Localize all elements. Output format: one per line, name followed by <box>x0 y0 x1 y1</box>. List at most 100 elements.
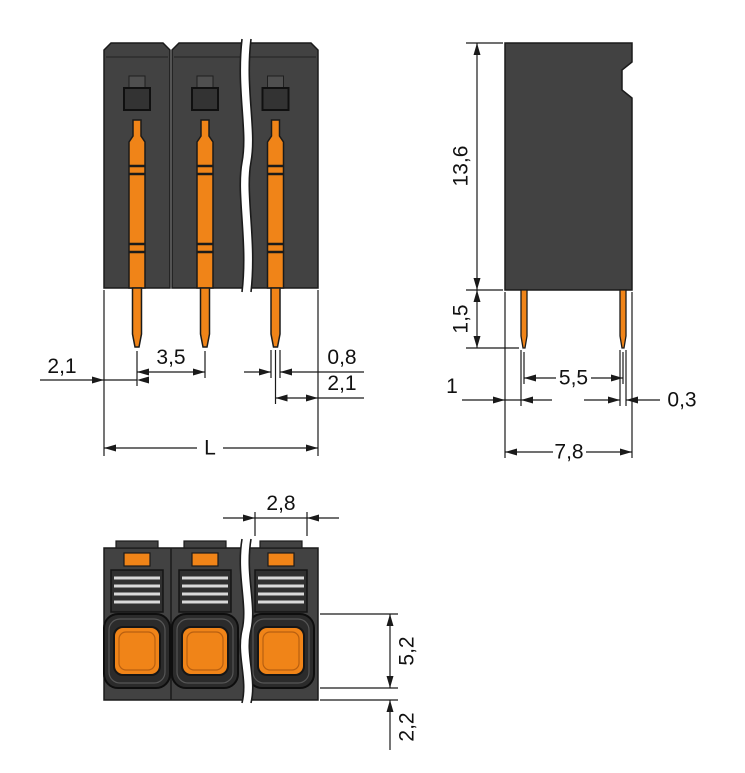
arrowhead <box>307 514 319 522</box>
dim-label-top-pusher-width: 2,8 <box>266 492 295 515</box>
push-button-pole1 <box>103 613 171 689</box>
dim-side-pin-length: 1,5 <box>450 290 481 348</box>
arrowhead <box>611 374 623 382</box>
spring-body <box>266 119 285 289</box>
spring-body <box>196 119 214 289</box>
arrowhead <box>608 396 620 404</box>
dim-label-side-height: 13,6 <box>450 146 473 187</box>
arrowhead <box>620 448 632 456</box>
solder-pin <box>619 289 627 349</box>
dim-label-front-right-offset: 2,1 <box>327 372 356 395</box>
arrowhead <box>306 444 318 452</box>
spring-top-tab <box>123 552 151 567</box>
arrowhead <box>275 394 288 402</box>
arrowhead <box>280 368 292 376</box>
dim-label-front-left-offset: 2,1 <box>47 355 76 378</box>
break-line <box>248 538 254 704</box>
arrowhead <box>473 43 481 55</box>
dim-side-depth: 7,8 <box>505 441 632 464</box>
arrowhead <box>386 676 394 688</box>
wire-entry-block <box>178 569 232 613</box>
dim-front-pitch: 3,5 <box>137 346 205 376</box>
latch-tab <box>128 75 146 89</box>
latch-tab <box>196 75 214 89</box>
latch-window-pole3 <box>261 75 290 111</box>
push-button <box>113 626 161 676</box>
latch-window <box>191 87 219 111</box>
housing-bump <box>183 540 227 549</box>
dim-side-pin-thickness: 0,3 <box>584 389 697 412</box>
clamp-spring-pole3 <box>266 119 285 289</box>
dim-label-top-bottom-offset: 2,2 <box>396 712 419 741</box>
front-view: 2,1 3,5 0,8 2,1 L <box>40 38 364 460</box>
arrowhead <box>137 376 149 384</box>
push-button <box>181 626 229 676</box>
dim-top-pusher-width: 2,8 <box>223 492 339 522</box>
break-line <box>248 38 254 293</box>
dim-front-left-offset: 2,1 <box>40 355 149 384</box>
arrowhead <box>386 700 394 712</box>
dim-label-side-pin-thickness: 0,3 <box>667 389 696 412</box>
dim-side-pin-spacing: 5,5 <box>524 367 623 390</box>
arrowhead <box>521 396 533 404</box>
button-frame-inner <box>252 618 310 684</box>
dim-label-side-depth: 7,8 <box>554 441 583 464</box>
wire-entry-pole3 <box>254 569 308 613</box>
spring-top-tab <box>267 552 295 567</box>
arrowhead <box>259 368 271 376</box>
break-line <box>239 38 245 293</box>
dim-top-bottom-offset: 2,2 <box>386 700 419 750</box>
dim-label-front-pitch: 3,5 <box>156 346 185 369</box>
push-button-pole3 <box>247 613 315 689</box>
dim-side-height: 13,6 <box>450 43 481 290</box>
clamp-spring-pole2 <box>196 119 214 289</box>
wire-entry-block <box>110 569 164 613</box>
wire-entry-pole1 <box>110 569 164 613</box>
solder-pin <box>131 287 143 348</box>
dim-label-side-pin-length: 1,5 <box>450 304 473 333</box>
housing-bump <box>259 540 303 549</box>
dim-label-top-actuation-depth: 5,2 <box>396 636 419 665</box>
arrowhead <box>243 514 255 522</box>
housing-side <box>504 42 633 291</box>
button-frame-inner <box>176 618 234 684</box>
arrowhead <box>524 374 536 382</box>
arrowhead <box>386 614 394 626</box>
dim-top-actuation-depth: 5,2 <box>386 614 419 688</box>
dim-label-front-pin-width: 0,8 <box>327 346 356 369</box>
top-view: 2,8 5,2 2,2 <box>103 492 419 750</box>
dim-front-right-offset: 2,1 <box>275 372 364 402</box>
clamp-spring-pole1 <box>128 119 146 289</box>
solder-pin <box>520 289 528 349</box>
break-line <box>239 538 245 704</box>
dim-label-side-edge-to-pin: 1 <box>446 375 458 398</box>
side-view: 13,6 1,5 1 5,5 0,3 <box>446 42 697 464</box>
solder-pin <box>270 287 281 348</box>
dim-label-side-pin-spacing: 5,5 <box>559 367 588 390</box>
housing-bump <box>115 540 159 549</box>
arrowhead <box>306 394 318 402</box>
arrowhead <box>473 278 481 290</box>
solder-pin <box>199 287 211 348</box>
push-button <box>257 626 305 676</box>
latch-window-pole1 <box>123 75 151 111</box>
push-button-pole2 <box>171 613 239 689</box>
dim-label-front-length: L <box>204 437 216 460</box>
arrowhead <box>92 376 104 384</box>
latch-window <box>261 87 290 111</box>
arrowhead <box>473 290 481 302</box>
dim-front-pin-width: 0,8 <box>244 346 364 376</box>
push-button-inner <box>118 631 156 671</box>
arrowhead <box>193 368 205 376</box>
spring-body <box>128 119 146 289</box>
arrowhead <box>473 336 481 348</box>
arrowhead <box>104 444 116 452</box>
dim-side-edge-to-pin: 1 <box>446 375 552 404</box>
arrowhead <box>505 448 517 456</box>
spring-top-tab <box>191 552 219 567</box>
dim-front-length: L <box>104 437 318 460</box>
wire-entry-pole2 <box>178 569 232 613</box>
latch-window-pole2 <box>191 75 219 111</box>
